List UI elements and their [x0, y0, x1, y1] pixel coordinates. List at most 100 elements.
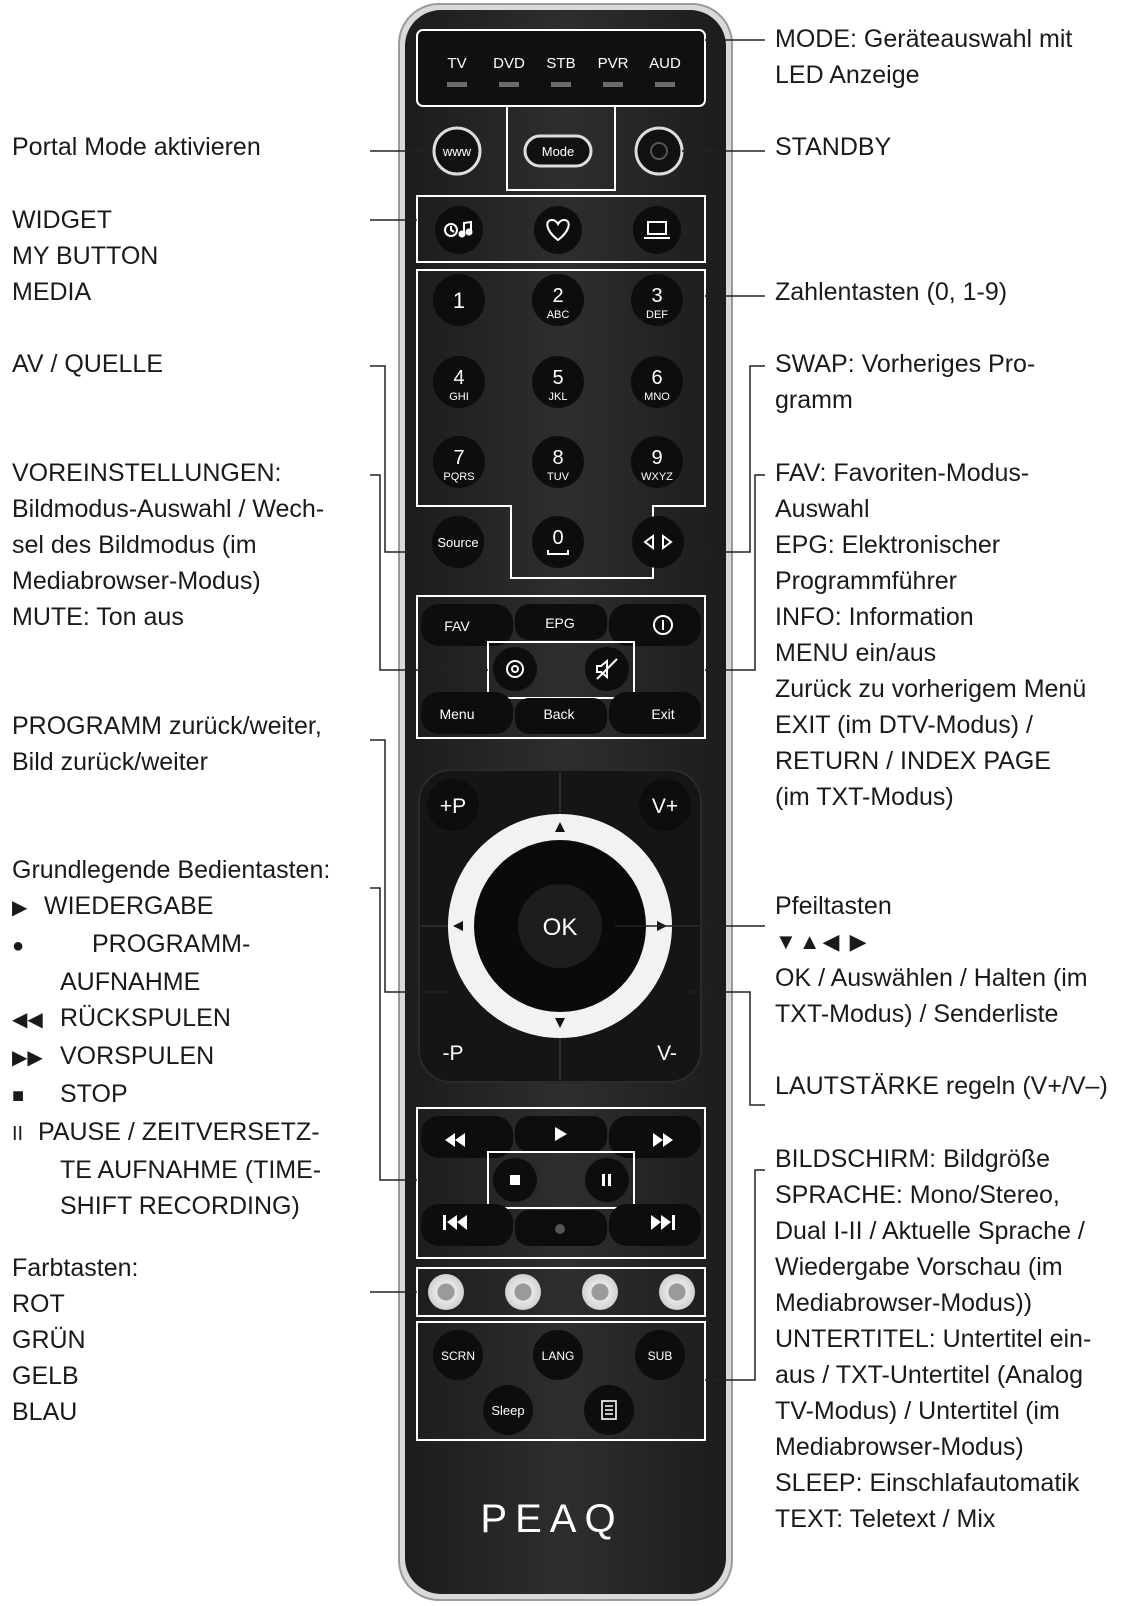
label-line: Farbtasten:: [12, 1254, 139, 1282]
rewind-button[interactable]: [421, 1116, 513, 1158]
widget-button[interactable]: [435, 206, 483, 254]
my-button[interactable]: [534, 206, 582, 254]
scrn-button[interactable]: [433, 1330, 483, 1380]
label-line: BILDSCHIRM: Bildgröße: [775, 1145, 1051, 1173]
mode-label-dvd[interactable]: DVD: [493, 55, 525, 72]
digit-button-3[interactable]: [631, 274, 683, 326]
led-indicator: [447, 82, 467, 87]
label-line-record: ●PROGRAMM-: [12, 926, 330, 964]
pause-text: PAUSE / ZEITVERSETZ-: [38, 1118, 320, 1146]
channel-down-label[interactable]: -P: [443, 1042, 464, 1065]
mode-label-pvr[interactable]: PVR: [598, 55, 629, 72]
label-voreinstellungen: VOREINSTELLUNGEN: Bildmodus-Auswahl / We…: [12, 455, 324, 635]
label-line: Mediabrowser-Modus): [775, 1433, 1024, 1461]
label-line: Programmführer: [775, 567, 957, 595]
digit-button-0[interactable]: [532, 516, 584, 568]
exit-button-label: Exit: [651, 706, 674, 722]
back-button[interactable]: [515, 698, 607, 734]
label-line: SPRACHE: Mono/Stereo,: [775, 1181, 1060, 1209]
digit-button-8[interactable]: [532, 436, 584, 488]
digit-7-letters: PQRS: [443, 471, 474, 483]
clock-music-icon: [444, 220, 473, 238]
digit-button-1[interactable]: [433, 274, 485, 326]
blue-button[interactable]: [659, 1274, 695, 1310]
yellow-button[interactable]: [582, 1274, 618, 1310]
function-buttons-frame: [416, 1321, 706, 1441]
pause-button[interactable]: [585, 1158, 629, 1202]
label-line: RETURN / INDEX PAGE: [775, 747, 1051, 775]
mode-label-aud[interactable]: AUD: [649, 55, 681, 72]
fav-button-label: FAV: [444, 618, 470, 634]
label-line: EXIT (im DTV-Modus) /: [775, 711, 1033, 739]
mode-button-frame: [506, 106, 616, 191]
scrn-button-label: SCRN: [441, 1349, 475, 1363]
back-button-label: Back: [543, 706, 575, 722]
red-button[interactable]: [428, 1274, 464, 1310]
label-line-rewind: ◀◀RÜCKSPULEN: [12, 1000, 330, 1038]
label-line: sel des Bildmodus (im: [12, 531, 257, 559]
label-bildschirm: BILDSCHIRM: Bildgröße SPRACHE: Mono/Ster…: [775, 1141, 1091, 1537]
mode-button[interactable]: [523, 134, 593, 168]
mode-label-tv[interactable]: TV: [447, 55, 466, 72]
media-button[interactable]: [633, 206, 681, 254]
label-line-forward: ▶▶VORSPULEN: [12, 1038, 330, 1076]
arrow-left-icon[interactable]: [453, 921, 463, 931]
label-line: TE AUFNAHME (TIME-: [60, 1156, 322, 1184]
digit-3-letters: DEF: [646, 309, 668, 321]
digit-4-letters: GHI: [449, 391, 469, 403]
digit-button-5[interactable]: [532, 356, 584, 408]
sub-button[interactable]: [635, 1330, 685, 1380]
label-line: Portal Mode aktivieren: [12, 133, 261, 161]
digit-5: 5: [552, 367, 563, 389]
mode-label-stb[interactable]: STB: [546, 55, 575, 72]
digit-1: 1: [453, 288, 465, 313]
label-line: EPG: Elektronischer: [775, 531, 1001, 559]
label-line: Bildmodus-Auswahl / Wech-: [12, 495, 325, 523]
epg-button[interactable]: [515, 604, 607, 640]
mode-button-label: Mode: [542, 144, 575, 159]
laptop-icon: [644, 221, 670, 239]
volume-down-label[interactable]: V-: [657, 1042, 677, 1065]
digit-button-2[interactable]: [532, 274, 584, 326]
menu-button[interactable]: [421, 692, 513, 734]
rewind-icon: [445, 1133, 465, 1147]
arrow-up-icon[interactable]: [555, 822, 565, 832]
volume-up-label: V+: [652, 795, 678, 818]
digit-button-6[interactable]: [631, 356, 683, 408]
epg-button-label: EPG: [545, 615, 575, 631]
exit-button[interactable]: [609, 692, 701, 734]
label-line: MY BUTTON: [12, 242, 159, 270]
digit-4: 4: [453, 367, 464, 389]
label-line: Mediabrowser-Modus): [12, 567, 261, 595]
ok-button[interactable]: [518, 884, 602, 968]
teletext-icon: [601, 1400, 617, 1420]
lang-button[interactable]: [533, 1330, 583, 1380]
volume-up-button[interactable]: [639, 779, 691, 831]
sleep-button[interactable]: [483, 1385, 533, 1435]
arrow-glyphs: ▼▲◀ ▶: [775, 929, 869, 954]
label-line: GELB: [12, 1362, 79, 1390]
standby-button[interactable]: [634, 126, 684, 176]
label-line: LED Anzeige: [775, 61, 920, 89]
led-indicator: [551, 82, 571, 87]
label-line: (im TXT-Modus): [775, 783, 954, 811]
space-icon: [547, 550, 569, 555]
widget-row-frame: [416, 195, 706, 263]
digit-button-9[interactable]: [631, 436, 683, 488]
digit-button-4[interactable]: [433, 356, 485, 408]
label-line: VOREINSTELLUNGEN:: [12, 459, 282, 487]
label-line: STANDBY: [775, 133, 892, 161]
www-button[interactable]: [432, 126, 482, 176]
led-indicator: [499, 82, 519, 87]
arrow-down-icon[interactable]: [555, 1018, 565, 1028]
stop-icon: ■: [12, 1085, 25, 1107]
label-lautstaerke: LAUTSTÄRKE regeln (V+/V–): [775, 1068, 1108, 1104]
info-icon: [653, 615, 673, 635]
label-line: INFO: Information: [775, 603, 974, 631]
label-line: Dual I-II / Aktuelle Sprache /: [775, 1217, 1085, 1245]
stop-pause-frame: [487, 1151, 635, 1209]
green-button[interactable]: [505, 1274, 541, 1310]
settings-button[interactable]: [493, 647, 537, 691]
label-line: MODE: Geräteauswahl mit: [775, 25, 1073, 53]
swap-button[interactable]: [632, 516, 684, 568]
